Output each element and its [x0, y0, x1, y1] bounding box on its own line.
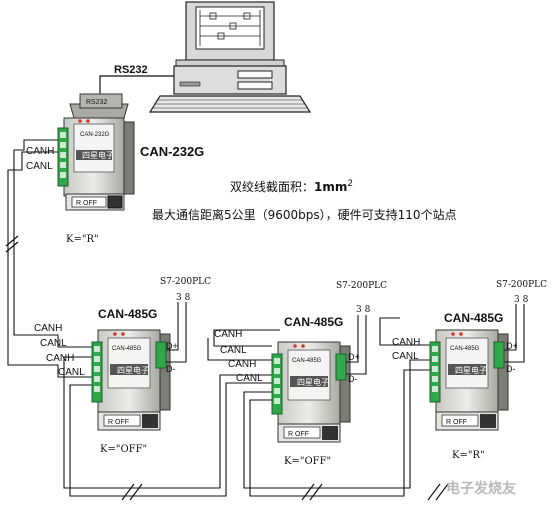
cable-spec-line: 双绞线截面积：1mm2: [230, 178, 353, 195]
module-face-model: CAN-232G: [80, 132, 110, 138]
node-1-k-setting: K="OFF": [100, 444, 147, 455]
cable-spec-exponent: 2: [347, 179, 354, 189]
node-1-canh-in: CANH: [34, 323, 62, 334]
node-3-d-plus: D+: [506, 341, 518, 351]
cable-spec-prefix: 双绞线截面积：: [230, 180, 315, 194]
module-switch-label: R OFF: [446, 419, 467, 426]
node-2-canh-in: CANH: [214, 329, 242, 340]
cable-spec-value: 1mm: [314, 180, 348, 194]
node-1-canl-out: CANL: [58, 367, 85, 378]
node-2-canl-in: CANL: [220, 345, 247, 356]
node-3-plc-label: S7-200PLC: [496, 280, 547, 290]
rs232-link-label: RS232: [114, 64, 148, 76]
node-2-k-setting: K="OFF": [284, 456, 331, 467]
node-1-plc-pins: 3 8: [176, 293, 191, 303]
can-232g-title: CAN-232G: [140, 144, 204, 159]
node-2-canl-out: CANL: [236, 373, 263, 384]
node-1-plc-label: S7-200PLC: [160, 277, 211, 287]
can-485g-module-1: CAN-485G 四星电子 R OFF: [91, 329, 171, 431]
distance-spec-line: 最大通信距离5公里（9600bps），硬件可支持110个站点: [152, 208, 457, 222]
node-1-title: CAN-485G: [98, 307, 157, 321]
module-face-brand: 四星电子: [297, 377, 329, 387]
node-2-title: CAN-485G: [284, 315, 343, 329]
node-3-k-setting: K="R": [452, 450, 485, 461]
node-2-plc-label: S7-200PLC: [336, 281, 387, 291]
node-2-canh-out: CANH: [228, 359, 256, 370]
node-3-canl-in: CANL: [392, 351, 419, 362]
node-2-plc-pins: 3 8: [356, 305, 371, 315]
module-face-model: CAN-485G: [292, 358, 322, 364]
module-switch-label: R OFF: [108, 419, 129, 426]
module-switch-label: R OFF: [76, 200, 97, 207]
module-face-brand: 四星电子: [117, 365, 149, 375]
node-2-d-minus: D-: [348, 374, 358, 384]
module-face-model: CAN-485G: [112, 346, 142, 352]
cable-break-marks: [5, 235, 449, 501]
node-1-d-plus: D+: [166, 341, 178, 351]
can-bus-wires: [7, 139, 430, 497]
module-port-label: RS232: [86, 99, 108, 106]
module-face-model: CAN-485G: [450, 346, 480, 352]
plc-wires: [166, 302, 525, 375]
node-3-plc-pins: 3 8: [514, 295, 529, 305]
module-face-brand: 四星电子: [82, 150, 114, 160]
top-canl-label: CANL: [26, 161, 53, 172]
node-3-d-minus: D-: [506, 364, 516, 374]
keyboard-keys: [153, 99, 307, 109]
pc-icon: [148, 1, 312, 113]
node-2-d-plus: D+: [348, 352, 360, 362]
ladder-logic-icon: [199, 10, 261, 46]
rs232-cable: [99, 75, 174, 100]
node-3-canh-in: CANH: [392, 337, 420, 348]
node-1-canl-in: CANL: [40, 338, 67, 349]
watermark-text: 电子发烧友: [446, 481, 516, 497]
can-485g-module-3: CAN-485G 四星电子 R OFF: [429, 329, 509, 431]
can-232g-module: RS232 CAN-232G 四星电子 R OFF: [57, 93, 135, 211]
module-face-brand: 四星电子: [455, 365, 487, 375]
node-3-title: CAN-485G: [444, 311, 503, 325]
can-485g-module-2: CAN-485G 四星电子 R OFF: [271, 341, 351, 443]
node-1-canh-out: CANH: [46, 353, 74, 364]
module-switch-label: R OFF: [288, 431, 309, 438]
top-k-setting: K="R": [66, 234, 99, 245]
node-1-d-minus: D-: [166, 364, 176, 374]
